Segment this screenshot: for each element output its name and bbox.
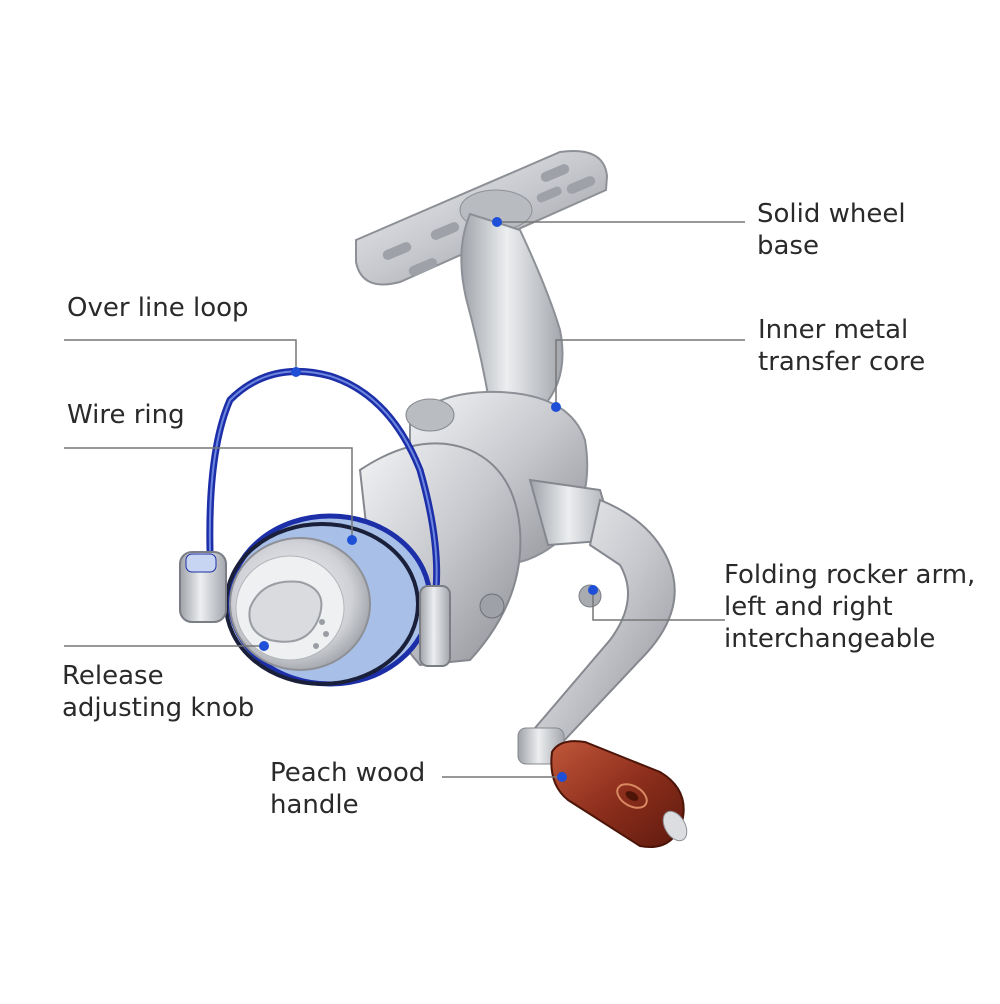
label-line: base [757, 231, 819, 261]
leader-line-folding-rocker-arm [592, 590, 725, 621]
dot-inner-metal-core [551, 402, 561, 412]
drag-knob [248, 580, 329, 649]
reel-stem [460, 212, 564, 412]
label-line: handle [270, 790, 359, 820]
dot-release-knob [259, 641, 269, 651]
anti-reverse-knob [405, 398, 455, 432]
label-line: interchangeable [724, 624, 936, 654]
dot-wire-ring [347, 535, 357, 545]
leader-line-over-line-loop [64, 339, 297, 372]
label-line: Solid wheel [757, 199, 906, 229]
rotor-screw [479, 593, 505, 619]
label-line: Peach wood [270, 758, 426, 788]
label-line: adjusting knob [62, 693, 255, 723]
label-line: transfer core [758, 347, 926, 377]
leader-line-wire-ring [64, 447, 353, 540]
label-folding-rocker-arm: Folding rocker arm, left and right inter… [724, 559, 975, 655]
label-wire-ring: Wire ring [67, 399, 185, 431]
label-solid-wheel-base: Solid wheel base [757, 198, 906, 262]
label-over-line-loop: Over line loop [67, 292, 249, 324]
label-peach-wood-handle: Peach wood handle [270, 757, 425, 821]
label-line: Release [62, 661, 164, 691]
dot-solid-wheel-base [492, 217, 502, 227]
label-line: Inner metal [758, 315, 909, 345]
label-line: left and right [724, 592, 893, 622]
label-release-knob: Release adjusting knob [62, 660, 254, 724]
label-line: Over line loop [67, 293, 249, 323]
leader-lines [64, 221, 745, 778]
callout-dots [259, 217, 598, 782]
rocker-arm [517, 478, 676, 765]
line-roller [179, 551, 227, 623]
dot-peach-wood-handle [557, 772, 567, 782]
label-line: Wire ring [67, 400, 185, 430]
label-inner-metal-core: Inner metal transfer core [758, 314, 925, 378]
label-line: Folding rocker arm, [724, 560, 976, 590]
bail-arm [419, 585, 451, 667]
leader-line-inner-metal-core [555, 339, 745, 407]
dot-over-line-loop [291, 367, 301, 377]
dot-folding-rocker-arm [588, 585, 598, 595]
wood-handle [550, 740, 688, 848]
